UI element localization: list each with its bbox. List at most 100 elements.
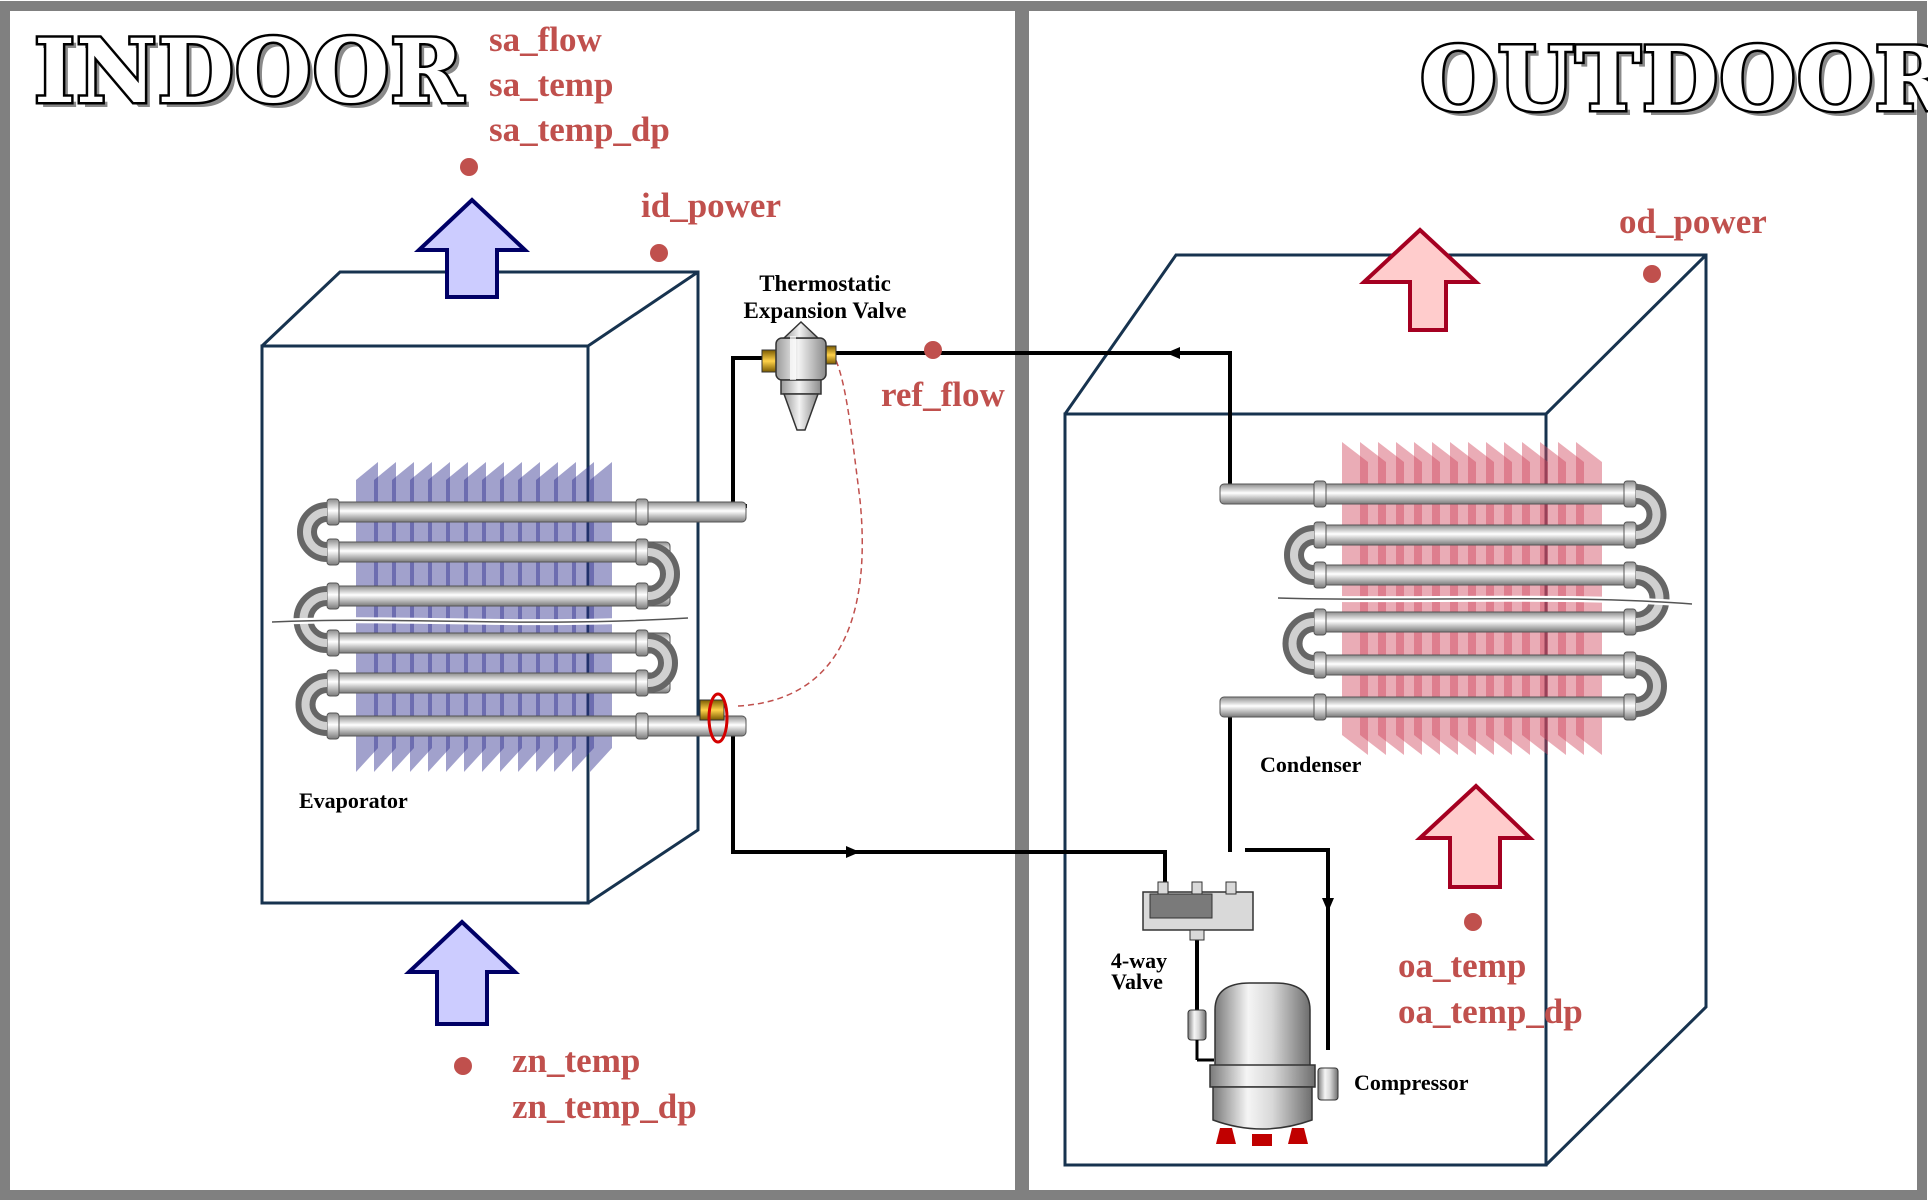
svg-text:INDOOR: INDOOR: [39, 24, 469, 128]
label-valve-line2: Valve: [1111, 969, 1163, 994]
evaporator-fins: [356, 462, 612, 772]
label-zn-temp-dp: zn_temp_dp: [512, 1087, 697, 1126]
u-bend-highlight: [1290, 531, 1315, 579]
fin: [428, 462, 450, 772]
fin: [500, 462, 522, 772]
fin: [482, 462, 504, 772]
label-txv-line1: Thermostatic: [759, 271, 891, 296]
fin: [554, 462, 576, 772]
flow-arrows: [846, 347, 1334, 912]
tube-fitting: [635, 669, 649, 697]
fin: [536, 462, 558, 772]
tube-fitting: [326, 582, 340, 610]
tube: [1315, 564, 1641, 586]
label-sa-temp-dp: sa_temp_dp: [489, 110, 670, 149]
fin: [518, 462, 540, 772]
fin: [392, 462, 414, 772]
compressor: [1187, 982, 1339, 1146]
u-bend-highlight: [1635, 661, 1661, 711]
tube: [1219, 696, 1641, 718]
u-bend-highlight: [1288, 618, 1315, 669]
tube-fitting: [326, 629, 340, 657]
oa-sensor-dot: [1464, 913, 1482, 931]
label-compressor: Compressor: [1354, 1070, 1469, 1095]
sensing-bulb: [699, 692, 729, 744]
label-txv-line2: Expansion Valve: [744, 298, 907, 323]
tube-fitting: [1313, 561, 1327, 589]
tube-fitting: [326, 669, 340, 697]
label-ref-flow: ref_flow: [881, 375, 1005, 414]
tube-fitting: [326, 712, 340, 740]
zn-sensor-dot: [454, 1057, 472, 1075]
evaporator-coil: [271, 462, 747, 772]
tube-fitting: [1623, 608, 1637, 636]
label-od-power: od_power: [1619, 202, 1767, 241]
label-oa-temp: oa_temp: [1398, 946, 1526, 985]
tube: [334, 672, 671, 694]
label-oa-temp-dp: oa_temp_dp: [1398, 992, 1583, 1031]
label-id-power: id_power: [641, 186, 781, 225]
svg-text:OUTDOOR: OUTDOOR: [1420, 27, 1928, 131]
tube-fitting: [326, 538, 340, 566]
u-bend-highlight: [1635, 490, 1661, 539]
outdoor-unit-box: [1063, 253, 1708, 1167]
tube-fitting: [1623, 521, 1637, 549]
thermostatic-expansion-valve: [761, 320, 837, 431]
tube-fitting: [635, 582, 649, 610]
evaporator-tubes: [293, 498, 747, 740]
label-valve-line1: 4-way: [1111, 948, 1167, 973]
indoor-title: INDOOR INDOOR: [32, 17, 469, 129]
tube: [1315, 654, 1641, 676]
supply-air-arrow: [413, 197, 531, 299]
fin: [590, 462, 612, 772]
condenser-coil: [1219, 442, 1693, 755]
id-power-dot: [650, 244, 668, 262]
u-bend-highlight: [1635, 571, 1664, 626]
tube-fitting: [635, 538, 649, 566]
condenser-exhaust-arrow: [1358, 227, 1482, 332]
tube: [334, 585, 671, 607]
u-bend-highlight: [303, 508, 328, 556]
od-power-dot: [1643, 265, 1661, 283]
tube-fitting: [1313, 693, 1327, 721]
sensor-dots: [454, 158, 1661, 1075]
tube: [334, 541, 671, 563]
tube-fitting: [635, 712, 649, 740]
tube: [1315, 611, 1641, 633]
zone-air-arrow: [403, 919, 521, 1026]
tube-fitting: [635, 629, 649, 657]
label-sa-temp: sa_temp: [489, 65, 613, 104]
u-bend-highlight: [301, 679, 328, 730]
tube-fitting: [1313, 608, 1327, 636]
tube: [1219, 483, 1641, 505]
label-sa-flow: sa_flow: [489, 20, 603, 59]
sa-sensor-dot: [460, 158, 478, 176]
fin: [374, 462, 396, 772]
fin: [572, 462, 594, 772]
tube-fitting: [635, 498, 649, 526]
tube-fitting: [1623, 561, 1637, 589]
fin: [356, 462, 378, 772]
tube-fitting: [1623, 693, 1637, 721]
fin: [446, 462, 468, 772]
tube: [1315, 524, 1641, 546]
condenser-fins: [1342, 442, 1602, 755]
four-way-valve: [1142, 881, 1254, 941]
label-condenser: Condenser: [1260, 752, 1362, 777]
tube: [334, 501, 747, 523]
tube: [334, 715, 747, 737]
tube-fitting: [1313, 651, 1327, 679]
label-evaporator: Evaporator: [299, 788, 408, 813]
tube-fitting: [1313, 480, 1327, 508]
u-bend-highlight: [647, 548, 674, 600]
condenser-tubes: [1219, 480, 1670, 721]
tube-fitting: [1623, 480, 1637, 508]
label-zn-temp: zn_temp: [512, 1041, 640, 1080]
svg-text:INDOOR: INDOOR: [34, 19, 464, 123]
tube: [334, 632, 671, 654]
tube-fitting: [1313, 521, 1327, 549]
outdoor-air-intake-arrow: [1414, 783, 1535, 889]
ref-flow-dot: [924, 341, 942, 359]
